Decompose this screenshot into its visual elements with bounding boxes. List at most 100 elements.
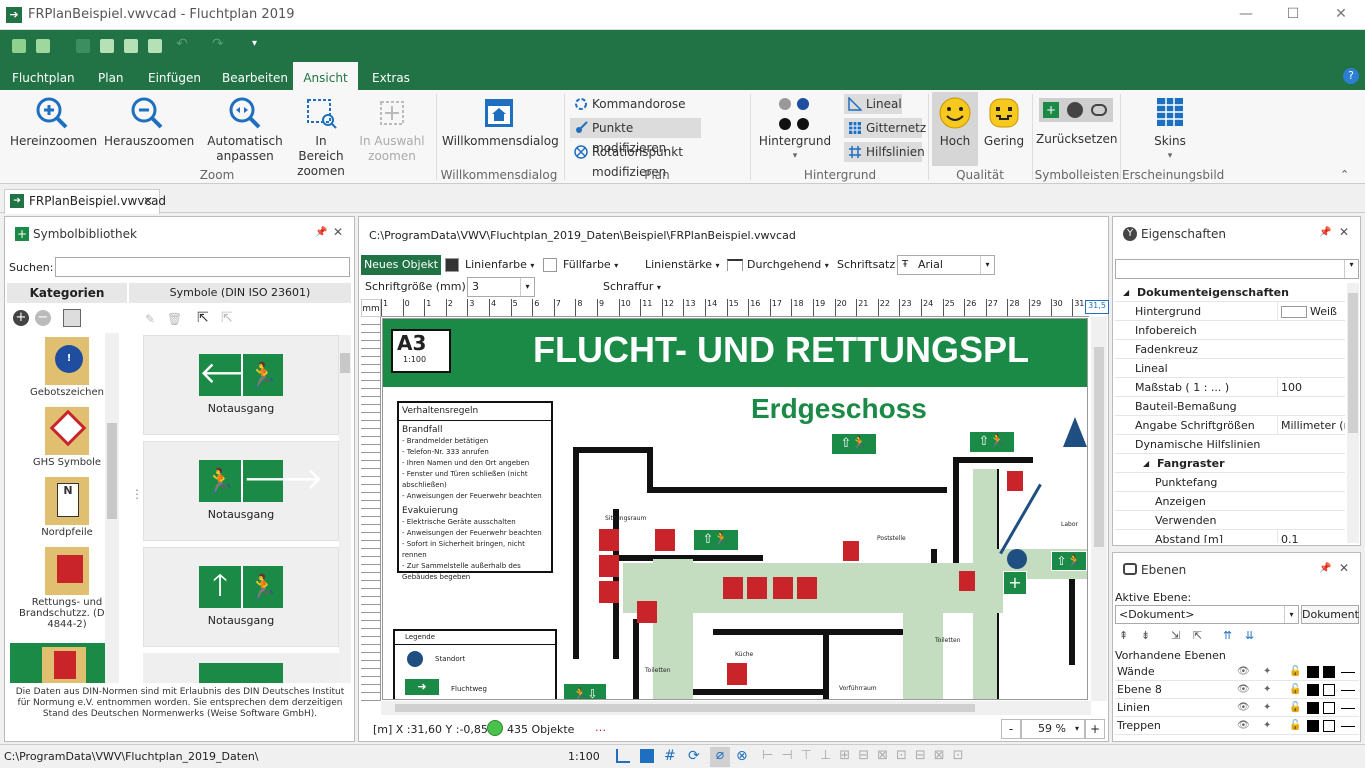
layer-row[interactable]: Linien👁✦🔓 <box>1115 699 1359 717</box>
maximize-icon[interactable]: ☐ <box>1286 6 1300 22</box>
horizontal-scrollbar[interactable] <box>381 701 1091 715</box>
snap-icon[interactable]: ✦ <box>1263 666 1272 677</box>
zoom-level-select[interactable]: 59 % ▾ <box>1021 719 1085 739</box>
category-scrollbar[interactable] <box>105 333 119 683</box>
zoom-fit-button[interactable]: Automatisch anpassen <box>204 96 286 164</box>
layer-fill-color[interactable] <box>1323 666 1335 678</box>
fire-equipment-sign[interactable] <box>797 577 817 599</box>
grid-toggle[interactable]: Gitternetz <box>844 118 926 138</box>
fire-equipment-sign[interactable] <box>959 571 975 591</box>
category-item[interactable]: ! Gebotszeichen <box>12 333 121 398</box>
reset-toolbars-button[interactable]: + Zurücksetzen <box>1036 98 1118 147</box>
layer-line-color[interactable] <box>1307 702 1319 714</box>
property-value[interactable]: 0.1 <box>1277 530 1345 543</box>
eye-icon[interactable]: 👁 <box>1237 702 1250 713</box>
line-width-dropdown[interactable]: Linienstärke ▾ <box>645 258 720 271</box>
layer-down-icon[interactable]: ⇟ <box>1141 629 1151 642</box>
symbol-item[interactable]: 🡑 🏃 Notausgang <box>143 547 339 647</box>
close-tab-icon[interactable]: ✕ <box>142 194 153 208</box>
category-item-selected[interactable] <box>10 643 118 683</box>
exit-sign[interactable]: ⇧🏃 <box>831 433 877 455</box>
fire-equipment-sign[interactable] <box>637 601 657 623</box>
hatch-dropdown[interactable]: Schraffur ▾ <box>603 280 661 293</box>
pdf-export-icon[interactable] <box>148 39 162 53</box>
layer-fill-color[interactable] <box>1323 702 1335 714</box>
welcome-dialog-button[interactable]: Willkommensdialog <box>442 96 559 149</box>
eye-icon[interactable]: 👁 <box>1237 666 1250 677</box>
edit-symbol-icon[interactable]: ✎ <box>145 312 156 326</box>
ruler-status-icon[interactable] <box>616 749 630 763</box>
background-button[interactable]: Hintergrund ▾ <box>758 96 832 164</box>
close-panel-icon[interactable]: ✕ <box>1339 225 1350 239</box>
document-layer-button[interactable]: Dokument <box>1301 605 1359 624</box>
layer-line-style[interactable] <box>1341 690 1355 691</box>
snap-icon[interactable]: ✦ <box>1263 684 1272 695</box>
property-row[interactable]: Verwenden✓ <box>1115 511 1345 530</box>
section-fangraster[interactable]: ◢Fangraster <box>1115 454 1345 473</box>
zoom-selection-button[interactable]: In Auswahl zoomen <box>358 96 426 164</box>
close-icon[interactable]: ✕ <box>1335 6 1347 22</box>
modify-points-button[interactable]: Punkte modifizieren <box>570 118 701 155</box>
fire-equipment-sign[interactable] <box>727 663 747 685</box>
app-icon[interactable]: ➔ <box>6 7 22 23</box>
layer-line-style[interactable] <box>1341 708 1355 709</box>
export-symbol-icon[interactable]: ⇱ <box>197 310 209 326</box>
align-tools-icon[interactable]: ⊢⊣⊤⊥⊞⊟⊠⊡⊟⊠⊡ <box>762 748 972 763</box>
tab-ansicht[interactable]: Ansicht <box>293 62 358 90</box>
fire-equipment-sign[interactable] <box>747 577 767 599</box>
lock-icon[interactable]: 🔓 <box>1289 666 1302 677</box>
eye-icon[interactable]: 👁 <box>1237 684 1250 695</box>
guides-status-icon[interactable]: # <box>664 748 676 764</box>
layer-line-color[interactable] <box>1307 666 1319 678</box>
plan-canvas[interactable]: A3 1:100 FLUCHT- UND RETTUNGSPL Erdgesch… <box>382 318 1088 700</box>
fire-equipment-sign[interactable] <box>773 577 793 599</box>
snap-status-icon[interactable]: ⟳ <box>688 748 700 764</box>
first-aid-sign[interactable]: + <box>1003 571 1027 595</box>
vertical-scrollbar[interactable] <box>1091 317 1107 701</box>
layer-row[interactable]: Wände👁✦🔓 <box>1115 663 1359 681</box>
snap-icon[interactable]: ✦ <box>1263 702 1272 713</box>
property-row[interactable]: Maßstab ( 1 : ... )100 <box>1115 378 1345 397</box>
quality-low-button[interactable]: Gering <box>982 96 1026 149</box>
new-object-button[interactable]: Neues Objekt <box>361 255 441 275</box>
property-value[interactable]: 100 <box>1277 378 1345 397</box>
skins-button[interactable]: Skins ▾ <box>1142 96 1198 164</box>
fire-equipment-sign[interactable] <box>723 577 743 599</box>
fire-equipment-sign[interactable] <box>599 581 619 603</box>
exit-sign[interactable]: ⇧🏃 <box>969 431 1015 453</box>
close-panel-icon[interactable]: ✕ <box>1339 561 1350 575</box>
symbol-item[interactable]: 🏃 🡒 Notausgang <box>143 441 339 541</box>
quality-high-button[interactable]: Hoch <box>932 92 978 166</box>
layer-line-color[interactable] <box>1307 720 1319 732</box>
layer-line-color[interactable] <box>1307 684 1319 696</box>
layer-add-icon[interactable]: ⇲ <box>1171 629 1181 642</box>
category-item[interactable]: Rettungs- und Brandschutzz. (DIN 4844-2) <box>12 543 121 630</box>
fill-color-dropdown[interactable]: Füllfarbe ▾ <box>563 258 619 271</box>
tab-plan[interactable]: Plan <box>98 71 124 85</box>
property-row[interactable]: Punktefang✓ <box>1115 473 1345 492</box>
minimize-icon[interactable]: — <box>1239 6 1253 22</box>
symbol-item[interactable]: 🡐 🏃 Notausgang <box>143 335 339 435</box>
exit-sign[interactable]: 🏃⇩ <box>563 683 607 699</box>
lock-icon[interactable]: 🔓 <box>1289 684 1302 695</box>
property-row[interactable]: Abstand [m]0.1 <box>1115 530 1345 543</box>
property-row[interactable]: Anzeigen✓ <box>1115 492 1345 511</box>
fill-color-swatch[interactable] <box>543 258 557 272</box>
snap-icon[interactable]: ✦ <box>1263 720 1272 731</box>
zoom-in-button[interactable]: Hereinzoomen <box>10 96 97 149</box>
zoom-out-button[interactable]: Herauszoomen <box>104 96 194 149</box>
rotation-status-icon[interactable]: ⊗ <box>736 748 748 764</box>
zoom-area-button[interactable]: In Bereich zoomen <box>292 96 350 179</box>
property-row[interactable]: Fadenkreuz✓ <box>1115 340 1345 359</box>
new-from-template-icon[interactable] <box>36 39 50 53</box>
property-value[interactable]: Weiß <box>1277 302 1345 321</box>
fire-equipment-sign[interactable] <box>655 529 675 551</box>
collapse-ribbon-icon[interactable]: ⌃ <box>1340 168 1350 181</box>
help-icon[interactable]: ? <box>1343 68 1359 84</box>
font-size-select[interactable]: 3 ▾ <box>467 277 535 297</box>
undo-icon[interactable]: ↶ <box>176 36 188 52</box>
section-dokumenteigenschaften[interactable]: ◢Dokumenteigenschaften <box>1115 283 1345 302</box>
font-select[interactable]: Ŧ Arial ▾ <box>897 255 995 275</box>
